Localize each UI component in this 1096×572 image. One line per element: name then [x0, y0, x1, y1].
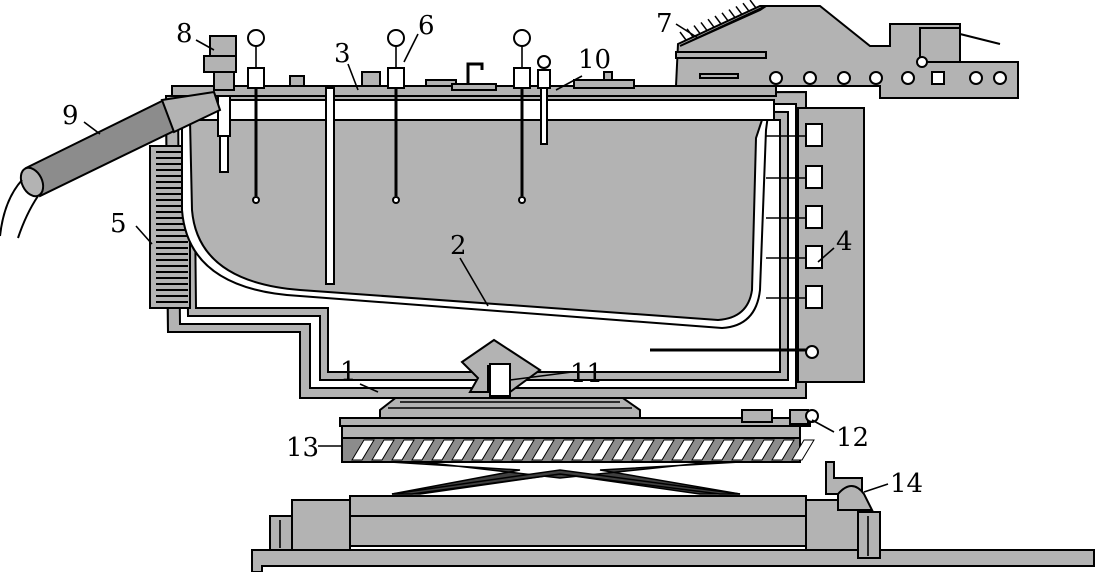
lift-platform-13 [341, 423, 815, 463]
hatch-stripe [791, 439, 815, 461]
hatch-stripe [391, 439, 415, 461]
furnace-top-cover [171, 62, 777, 97]
ratchet-teeth [679, 0, 757, 41]
base-rail [251, 549, 1095, 572]
side-heater-panel-4 [650, 107, 865, 383]
drive-roller [969, 71, 983, 85]
callout-3: 3 [334, 39, 351, 69]
drive-roller [993, 71, 1007, 85]
gear-drive-assembly-7 [674, 0, 1019, 99]
hatch-stripe [371, 439, 395, 461]
lock-bolt-12 [789, 409, 819, 425]
ratchet-tooth [679, 31, 687, 41]
hatch-stripe [631, 439, 655, 461]
drive-roller [769, 71, 783, 85]
hatch-stripe [511, 439, 535, 461]
thermocouples-6 [247, 29, 551, 285]
callout-11: 11 [570, 359, 603, 389]
hatch-stripe [651, 439, 675, 461]
hatch-stripe [611, 439, 635, 461]
callout-6: 6 [418, 11, 435, 41]
hatch-stripe [471, 439, 495, 461]
hatch-stripe [551, 439, 575, 461]
hatch-stripe [671, 439, 695, 461]
crucible-support-base [339, 395, 811, 427]
drive-roller [901, 71, 915, 85]
lift-carriage [269, 495, 881, 559]
hatch-stripe [491, 439, 515, 461]
rail-clamp-14 [825, 461, 874, 511]
hatch-stripe [431, 439, 455, 461]
hatch-stripe [751, 439, 775, 461]
hatch-stripe [591, 439, 615, 461]
ratchet-tooth [749, 0, 757, 9]
platform-hatching [351, 439, 815, 461]
hatch-stripe [531, 439, 555, 461]
hatch-stripe [451, 439, 475, 461]
callout-9: 9 [62, 101, 79, 131]
hatch-stripe [411, 439, 435, 461]
ratchet-tooth [693, 25, 701, 35]
callout-7: 7 [656, 9, 673, 39]
ratchet-tooth [700, 21, 708, 31]
ratchet-tooth [735, 5, 743, 15]
ratchet-tooth [728, 9, 736, 19]
callout-1: 1 [340, 357, 357, 387]
callout-14: 14 [890, 469, 923, 499]
callout-10: 10 [578, 45, 611, 75]
callout-12: 12 [836, 423, 869, 453]
scissor-lift [389, 461, 741, 495]
callout-2: 2 [450, 231, 467, 261]
drive-roller [869, 71, 883, 85]
callout-4: 4 [836, 227, 853, 257]
callout-13: 13 [286, 433, 319, 463]
valve-8 [203, 35, 237, 173]
ratchet-tooth [742, 2, 750, 12]
callout-8: 8 [176, 19, 193, 49]
hatch-stripe [351, 439, 375, 461]
drive-roller [803, 71, 817, 85]
hatch-stripe [691, 439, 715, 461]
hatch-stripe [771, 439, 795, 461]
pour-spout-9 [0, 90, 222, 239]
callout-5: 5 [110, 209, 127, 239]
hatch-stripe [711, 439, 735, 461]
drive-rollers [769, 71, 1007, 85]
leader-lines [83, 23, 889, 493]
ratchet-tooth [714, 15, 722, 25]
hatch-stripe [571, 439, 595, 461]
hatch-stripe [731, 439, 755, 461]
ratchet-tooth [721, 12, 729, 22]
drive-roller [837, 71, 851, 85]
ratchet-tooth [707, 18, 715, 28]
